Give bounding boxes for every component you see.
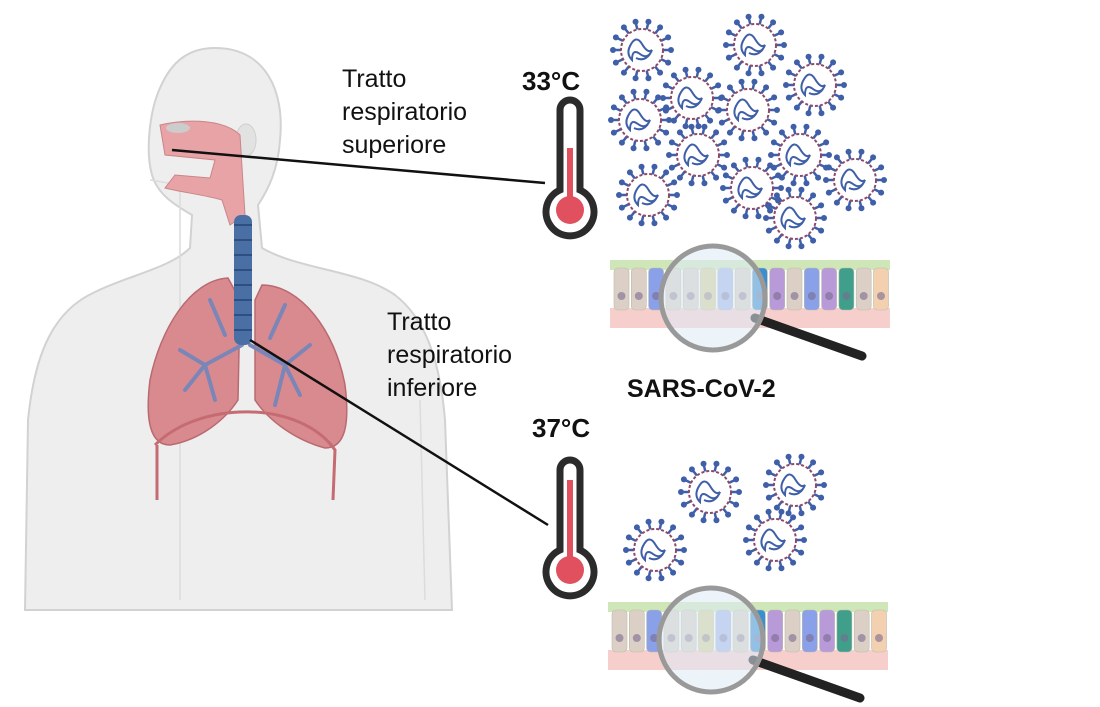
virus-particle-icon <box>763 453 827 517</box>
lower-temperature: 37°C <box>532 413 591 443</box>
virus-particle-icon <box>623 518 687 582</box>
pointer-line-lower <box>249 338 549 527</box>
thermometer-icon-upper <box>542 96 598 240</box>
virus-particle-icon <box>768 123 832 187</box>
virus-particle-icon <box>716 78 780 142</box>
pointer-line-upper <box>171 148 546 185</box>
trachea <box>234 215 252 345</box>
virus-particle-icon <box>610 18 674 82</box>
virus-particle-icon <box>723 13 787 77</box>
virus-particle-icon <box>666 123 730 187</box>
label-line: respiratorio <box>342 98 468 126</box>
virus-particle-icon <box>823 148 887 212</box>
virus-particle-icon <box>616 163 680 227</box>
upper-temperature: 33°C <box>522 66 581 96</box>
lower-tract-label: Tratto respiratorio inferiore <box>387 306 512 405</box>
lungs <box>147 277 348 501</box>
virus-particle-icon <box>763 186 827 250</box>
virus-particle-icon <box>608 88 672 152</box>
virus-particle-icon <box>660 66 724 130</box>
virus-particle-icon <box>783 53 847 117</box>
virus-particle-icon <box>720 156 784 220</box>
label-line: respiratorio <box>387 341 513 369</box>
label-line: Tratto <box>387 308 452 336</box>
label-line: superiore <box>342 131 447 159</box>
magnifier-icon <box>658 243 867 361</box>
label-line: Tratto <box>342 65 407 93</box>
epithelium-tissue <box>608 585 888 703</box>
epithelium-tissue <box>610 243 890 361</box>
virus-name-label: SARS-CoV-2 <box>627 375 776 403</box>
label-line: inferiore <box>387 374 478 402</box>
nasal-cavity <box>159 120 246 226</box>
thermometer-icon-lower <box>542 456 598 600</box>
virus-particle-icon <box>743 508 807 572</box>
magnifier-icon <box>656 585 865 703</box>
virus-particle-icon <box>678 460 742 524</box>
upper-tract-label: Tratto respiratorio superiore <box>342 63 467 162</box>
